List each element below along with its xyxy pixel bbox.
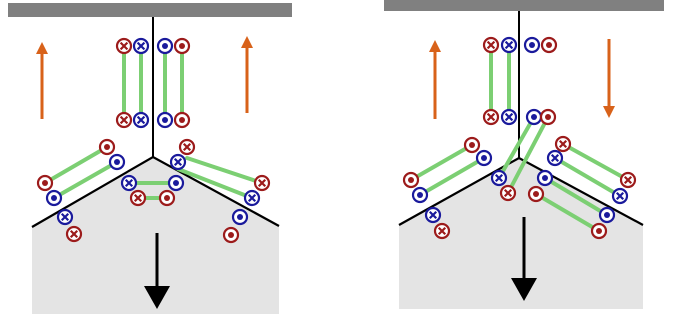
site-blue-cross [500,108,518,126]
site-red-plus [433,222,451,240]
site-red-plus [554,135,572,153]
site-blue-dot [475,149,493,167]
site-red-cross [115,37,133,55]
site-blue-dot [411,186,429,204]
site-red-dot [527,185,545,203]
site-blue-dot [523,36,541,54]
site-blue-dot [167,174,185,192]
site-blue-dot [156,37,174,55]
site-red-dot [158,189,176,207]
site-blue-dot [108,153,126,171]
site-blue-dot [156,111,174,129]
site-red-dot [402,171,420,189]
site-blue-plus [546,149,564,167]
site-blue-plus [56,208,74,226]
site-red-cross [482,108,500,126]
black-down-arrow-head [144,286,170,309]
top-bar [8,3,292,17]
site-red-dot [540,36,558,54]
site-red-dot [173,111,191,129]
left-panel [8,3,292,314]
sites [36,37,271,244]
site-blue-cross [132,111,150,129]
site-blue-plus [169,153,187,171]
black-down-arrow-head [511,278,537,301]
site-blue-cross [500,36,518,54]
site-red-plus [253,174,271,192]
right-panel [384,0,664,309]
site-red-cross [115,111,133,129]
site-blue-dot [231,208,249,226]
site-blue-dot [45,189,63,207]
site-red-dot [98,138,116,156]
site-blue-dot [536,169,554,187]
site-blue-dot [598,206,616,224]
site-red-dot [590,222,608,240]
top-bar [384,0,664,11]
sites [402,36,637,240]
site-blue-plus [243,189,261,207]
site-blue-plus [424,206,442,224]
site-blue-plus [120,174,138,192]
site-red-dot [222,226,240,244]
site-red-plus [619,171,637,189]
site-blue-cross [132,37,150,55]
site-red-dot [539,108,557,126]
site-red-cross [482,36,500,54]
site-blue-plus [490,169,508,187]
site-red-plus [178,138,196,156]
site-red-plus [129,189,147,207]
site-red-dot [173,37,191,55]
lower-region [399,158,643,309]
site-red-plus [499,184,517,202]
site-blue-plus [611,187,629,205]
site-red-dot [36,174,54,192]
site-blue-dot [525,108,543,126]
site-red-plus [65,225,83,243]
site-red-dot [463,136,481,154]
bond-links [409,43,630,233]
